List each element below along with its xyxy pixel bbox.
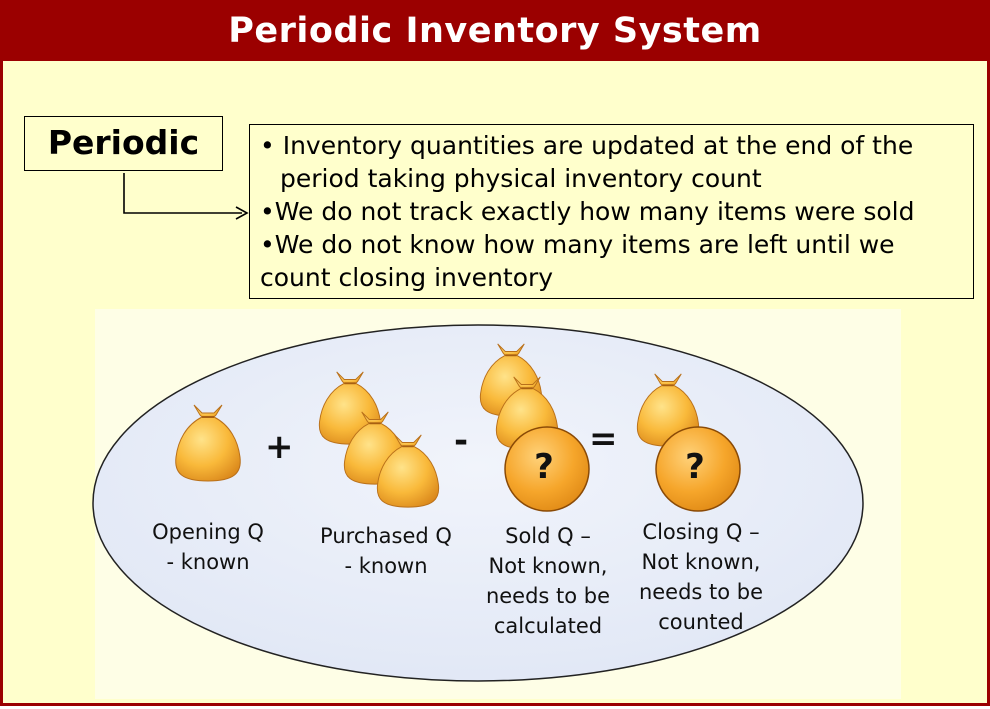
purchased-bag-icon	[376, 433, 440, 509]
closing-question-mark: ?	[685, 447, 705, 487]
sold-label-line: Sold Q –	[505, 524, 591, 548]
page-title: Periodic Inventory System	[3, 3, 987, 61]
closing-label-line: Not known,	[641, 550, 761, 574]
sold-label: Sold Q – Not known, needs to be calculat…	[473, 521, 623, 641]
bullet-line: • Inventory quantities are updated at th…	[260, 131, 914, 160]
closing-label-line: Closing Q –	[642, 520, 760, 544]
sold-question-mark: ?	[534, 447, 554, 487]
minus-operator: -	[454, 421, 469, 461]
opening-label-line: Opening Q	[152, 520, 264, 544]
closing-label-line: needs to be	[638, 580, 764, 604]
bullet-line: count closing inventory	[260, 263, 554, 292]
plus-operator: +	[265, 427, 294, 467]
opening-label: Opening Q - known	[133, 517, 283, 577]
periodic-label-box: Periodic	[24, 116, 223, 171]
connector-arrow	[123, 173, 249, 220]
purchased-bag-icon	[318, 370, 382, 446]
bullet-line: •We do not know how many items are left …	[260, 230, 895, 259]
closing-label: Closing Q – Not known, needs to be count…	[623, 517, 779, 637]
bullet-line: period taking physical inventory count	[280, 164, 762, 193]
sold-bag-icon	[479, 342, 543, 418]
sold-label-line: needs to be	[485, 584, 611, 608]
opening-label-line: - known	[166, 550, 250, 574]
purchased-bag-icon	[343, 410, 407, 486]
equals-operator: =	[589, 419, 618, 459]
sold-label-line: calculated	[493, 614, 603, 638]
purchased-label-line: Purchased Q	[320, 524, 452, 548]
bullet-line: •We do not track exactly how many items …	[260, 197, 915, 226]
sold-bag-icon	[495, 375, 559, 451]
opening-bag-icon	[174, 404, 242, 482]
sold-label-line: Not known,	[488, 554, 608, 578]
description-box: • Inventory quantities are updated at th…	[249, 124, 974, 299]
purchased-label-line: - known	[344, 554, 428, 578]
closing-label-line: counted	[658, 610, 744, 634]
closing-bag-icon	[636, 372, 700, 448]
purchased-label: Purchased Q - known	[301, 521, 471, 581]
